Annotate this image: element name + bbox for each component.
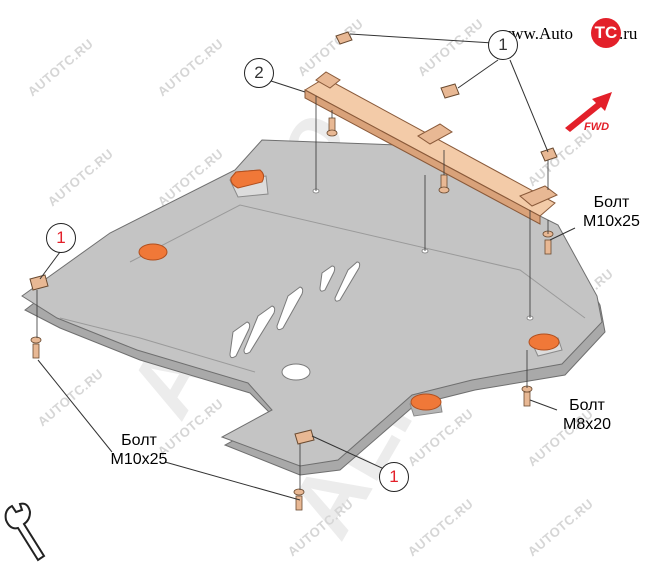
bolt-label-left: Болт М10х25 (98, 431, 180, 469)
leader-lines (37, 33, 576, 501)
rubber-pad (528, 333, 560, 351)
bolt-label-size: М10х25 (583, 213, 640, 230)
fwd-arrow (565, 92, 612, 132)
bolt-label-size: М10х25 (110, 451, 168, 468)
bracket (440, 83, 460, 99)
bracket (335, 31, 353, 45)
bolt (30, 336, 42, 359)
logo-prefix: www.Auto (499, 24, 573, 43)
plate-fold-line (59, 317, 256, 373)
bolt-label-right-top: Болт М10х25 (574, 193, 649, 231)
bolt-label-title: Болт (593, 194, 630, 211)
bracket (540, 147, 558, 162)
part-callout-1-bottom: 1 (379, 462, 409, 492)
part-callout-1-left: 1 (46, 223, 76, 253)
cross-beam-flange (315, 71, 341, 89)
cross-beam-side (304, 89, 541, 225)
bolt (438, 174, 450, 194)
bolts (30, 117, 554, 511)
logo-badge: TC (591, 18, 621, 48)
vent-slots (229, 261, 361, 381)
bolt-label-right-bottom: Болт М8х20 (552, 396, 622, 434)
site-logo[interactable]: www.Auto TC .ru (497, 18, 647, 48)
cross-beam-flange (417, 123, 453, 145)
fwd-label: FWD (584, 121, 610, 133)
part-callout-1-top: 1 (488, 30, 518, 60)
part-callout-2: 2 (244, 58, 274, 88)
logo-suffix: .ru (619, 24, 638, 43)
cross-beam (303, 71, 558, 225)
rubber-pad (230, 169, 265, 189)
bolt-label-title: Болт (569, 397, 605, 414)
cross-beam-flange (519, 185, 558, 207)
wrench-icon (4, 502, 46, 562)
rubber-pad (138, 243, 168, 261)
bolt (326, 117, 338, 137)
rubber-pads (138, 169, 563, 417)
bolt (293, 488, 305, 511)
skid-plate (21, 139, 603, 467)
bracket (29, 274, 49, 291)
bracket (294, 429, 315, 445)
brackets (29, 31, 558, 445)
bolt-label-size: М8х20 (562, 416, 612, 433)
plate-fold-line (129, 204, 586, 319)
assembly-lines (36, 96, 549, 490)
bolt (521, 385, 533, 407)
bolt-label-title: Болт (121, 432, 157, 449)
rubber-pad (410, 393, 442, 411)
